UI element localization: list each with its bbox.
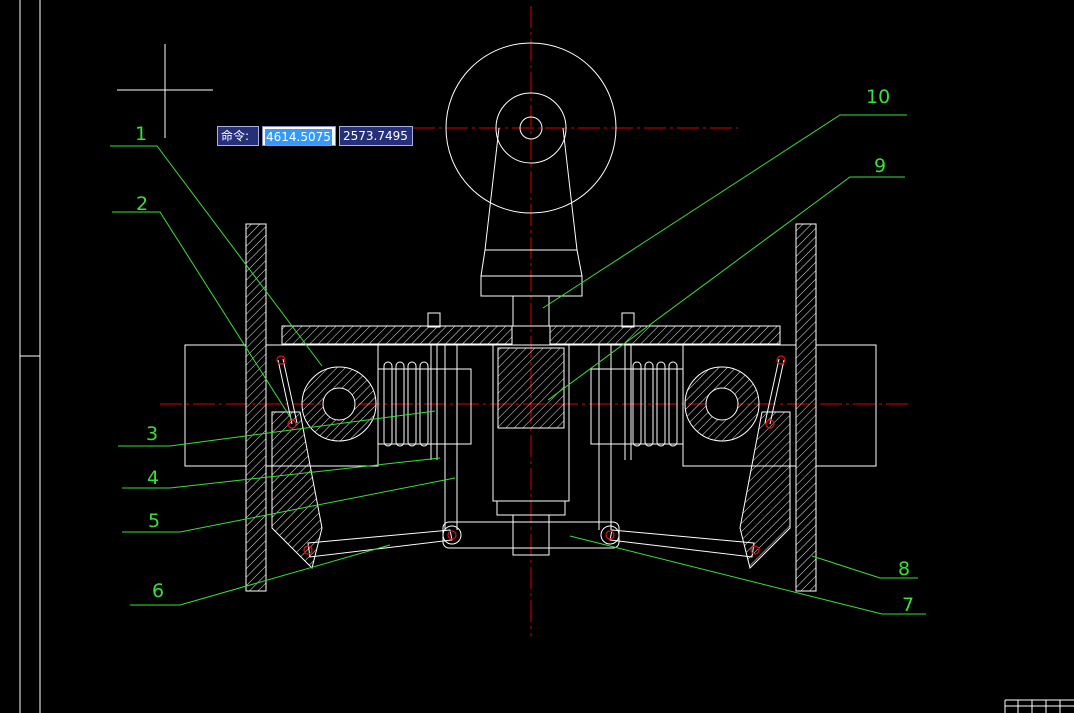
top-wheel bbox=[445, 42, 617, 297]
callout-7: 7 bbox=[902, 594, 914, 616]
callout-1: 1 bbox=[135, 123, 147, 145]
callout-3: 3 bbox=[146, 423, 158, 445]
claws bbox=[271, 358, 791, 569]
upper-plate bbox=[281, 325, 781, 345]
left-frame-border bbox=[19, 0, 41, 713]
callout-5: 5 bbox=[148, 510, 160, 532]
callout-4: 4 bbox=[147, 467, 159, 489]
title-block-corner bbox=[1004, 699, 1074, 713]
command-prompt-label: 命令: bbox=[217, 126, 259, 146]
callout-2: 2 bbox=[136, 193, 148, 215]
housings bbox=[184, 344, 877, 467]
callout-8: 8 bbox=[898, 558, 910, 580]
callout-6: 6 bbox=[152, 580, 164, 602]
callout-10: 10 bbox=[866, 86, 890, 108]
leader-lines bbox=[110, 114, 926, 615]
coordinate-y-input[interactable]: 2573.7495 bbox=[339, 126, 413, 146]
coordinate-x-input[interactable]: 4614.5075 bbox=[262, 126, 336, 146]
crosshair-cursor-icon bbox=[117, 44, 213, 138]
linkage bbox=[307, 521, 755, 558]
bolts bbox=[427, 312, 635, 530]
callout-9: 9 bbox=[874, 155, 886, 177]
rollers bbox=[301, 366, 760, 442]
coordinate-x-value: 4614.5075 bbox=[265, 129, 332, 145]
side-walls bbox=[245, 223, 817, 592]
callout-labels: 1 2 3 4 5 6 7 8 9 10 bbox=[135, 86, 914, 616]
springs bbox=[383, 361, 678, 447]
